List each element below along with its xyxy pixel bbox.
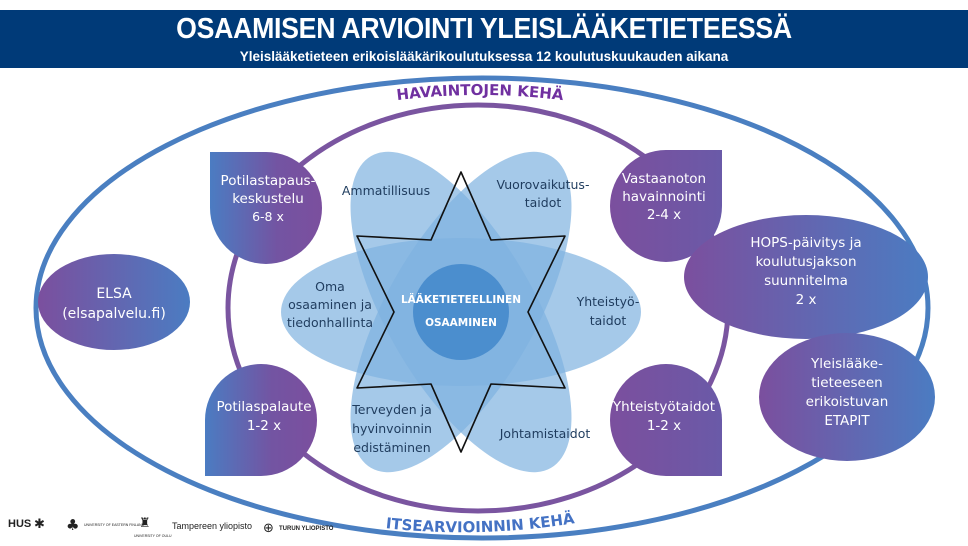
leaf-text: havainnointi: [622, 189, 706, 205]
petal-terveys-3: edistäminen: [353, 440, 430, 455]
petal-ammatillisuus: Ammatillisuus: [342, 183, 430, 198]
oval-text: koulutusjakson: [755, 254, 856, 270]
leaf-potilaspalaute: Potilaspalaute 1-2 x: [205, 364, 317, 476]
leaf-yhteistyotaidot: Yhteistyötaidot 1-2 x: [610, 364, 722, 476]
center-label-line1: LÄÄKETIETEELLINEN: [401, 292, 521, 306]
logo-uef: UNIVERSITY OF EASTERN FINLAND: [84, 523, 145, 527]
petal-terveys-2: hyvinvoinnin: [352, 421, 432, 436]
oval-etapit: Yleislääke- tieteeseen erikoistuvan ETAP…: [759, 333, 935, 461]
petal-oma-3: tiedonhallinta: [287, 315, 373, 330]
partner-logos: HUS ✱ ♣ UNIVERSITY OF EASTERN FINLAND ♜ …: [8, 516, 334, 538]
oval-text: (elsapalvelu.fi): [62, 306, 166, 322]
header-banner: OSAAMISEN ARVIOINTI YLEISLÄÄKETIETEESSÄ …: [0, 10, 968, 68]
leaf-text: Potilaspalaute: [216, 399, 311, 415]
flower-center: [413, 264, 509, 360]
hus-emblem-icon: ✱: [34, 517, 45, 532]
oval-elsa: ELSA (elsapalvelu.fi): [38, 254, 190, 350]
oval-text: HOPS-päivitys ja: [750, 235, 861, 251]
flower-star-outline: [356, 171, 566, 453]
petal-yhteistyo-2: taidot: [590, 313, 627, 328]
petal-yhteistyo-1: Yhteistyö-: [576, 294, 640, 309]
leaf-text: 1-2 x: [647, 418, 681, 434]
page-title: OSAAMISEN ARVIOINTI YLEISLÄÄKETIETEESSÄ: [176, 13, 792, 45]
logo-turku: TURUN YLIOPISTO: [279, 526, 334, 532]
oval-text: Yleislääke-: [810, 356, 883, 372]
petal-oma-2: osaaminen ja: [288, 297, 372, 312]
uef-emblem-icon: ♣: [66, 516, 79, 534]
leaf-text: keskustelu: [232, 191, 304, 207]
outer-ring: [33, 75, 931, 541]
ring-label-observation: HAVAINTOJEN KEHÄ: [395, 81, 565, 104]
oval-text: suunnitelma: [764, 273, 848, 289]
leaf-text: Yhteistyötaidot: [612, 399, 715, 415]
center-label-line2: OSAAMINEN: [425, 317, 497, 329]
leaf-text: Vastaanoton: [622, 171, 706, 187]
oval-text: 2 x: [796, 292, 817, 308]
oval-text: ELSA: [96, 286, 132, 302]
petal-terveys-1: Terveyden ja: [351, 402, 431, 417]
leaf-vastaanotto: Vastaanoton havainnointi 2-4 x: [610, 150, 722, 262]
oval-text: tieteeseen: [811, 375, 882, 391]
petal-johtamistaidot: Johtamistaidot: [499, 426, 591, 441]
logo-hus: HUS: [8, 518, 31, 530]
leaf-potilastapaus: Potilastapaus- keskustelu 6-8 x: [210, 152, 322, 264]
petal-oma-1: Oma: [315, 279, 345, 294]
logo-oulu: UNIVERSITY OF OULU: [134, 534, 172, 538]
oulu-emblem-icon: ♜: [139, 516, 151, 531]
competence-flower: LÄÄKETIETEELLINEN OSAAMINEN Ammatillisuu…: [281, 151, 641, 473]
leaf-text: 2-4 x: [647, 207, 681, 223]
logo-tampere: Tampereen yliopisto: [172, 521, 252, 531]
turku-emblem-icon: ⊕: [263, 521, 274, 536]
oval-text: erikoistuvan: [806, 394, 889, 410]
petal-vuorovaikutus-1: Vuorovaikutus-: [497, 177, 590, 192]
leaf-text: Potilastapaus-: [221, 173, 316, 189]
oval-hops: HOPS-päivitys ja koulutusjakson suunnite…: [684, 215, 928, 339]
leaf-text: 1-2 x: [247, 418, 281, 434]
leaf-text: 6-8 x: [252, 209, 284, 224]
page-subtitle: Yleislääketieteen erikoislääkärikoulutuk…: [239, 49, 729, 64]
petal-vuorovaikutus-2: taidot: [525, 195, 562, 210]
oval-text: ETAPIT: [824, 413, 870, 429]
